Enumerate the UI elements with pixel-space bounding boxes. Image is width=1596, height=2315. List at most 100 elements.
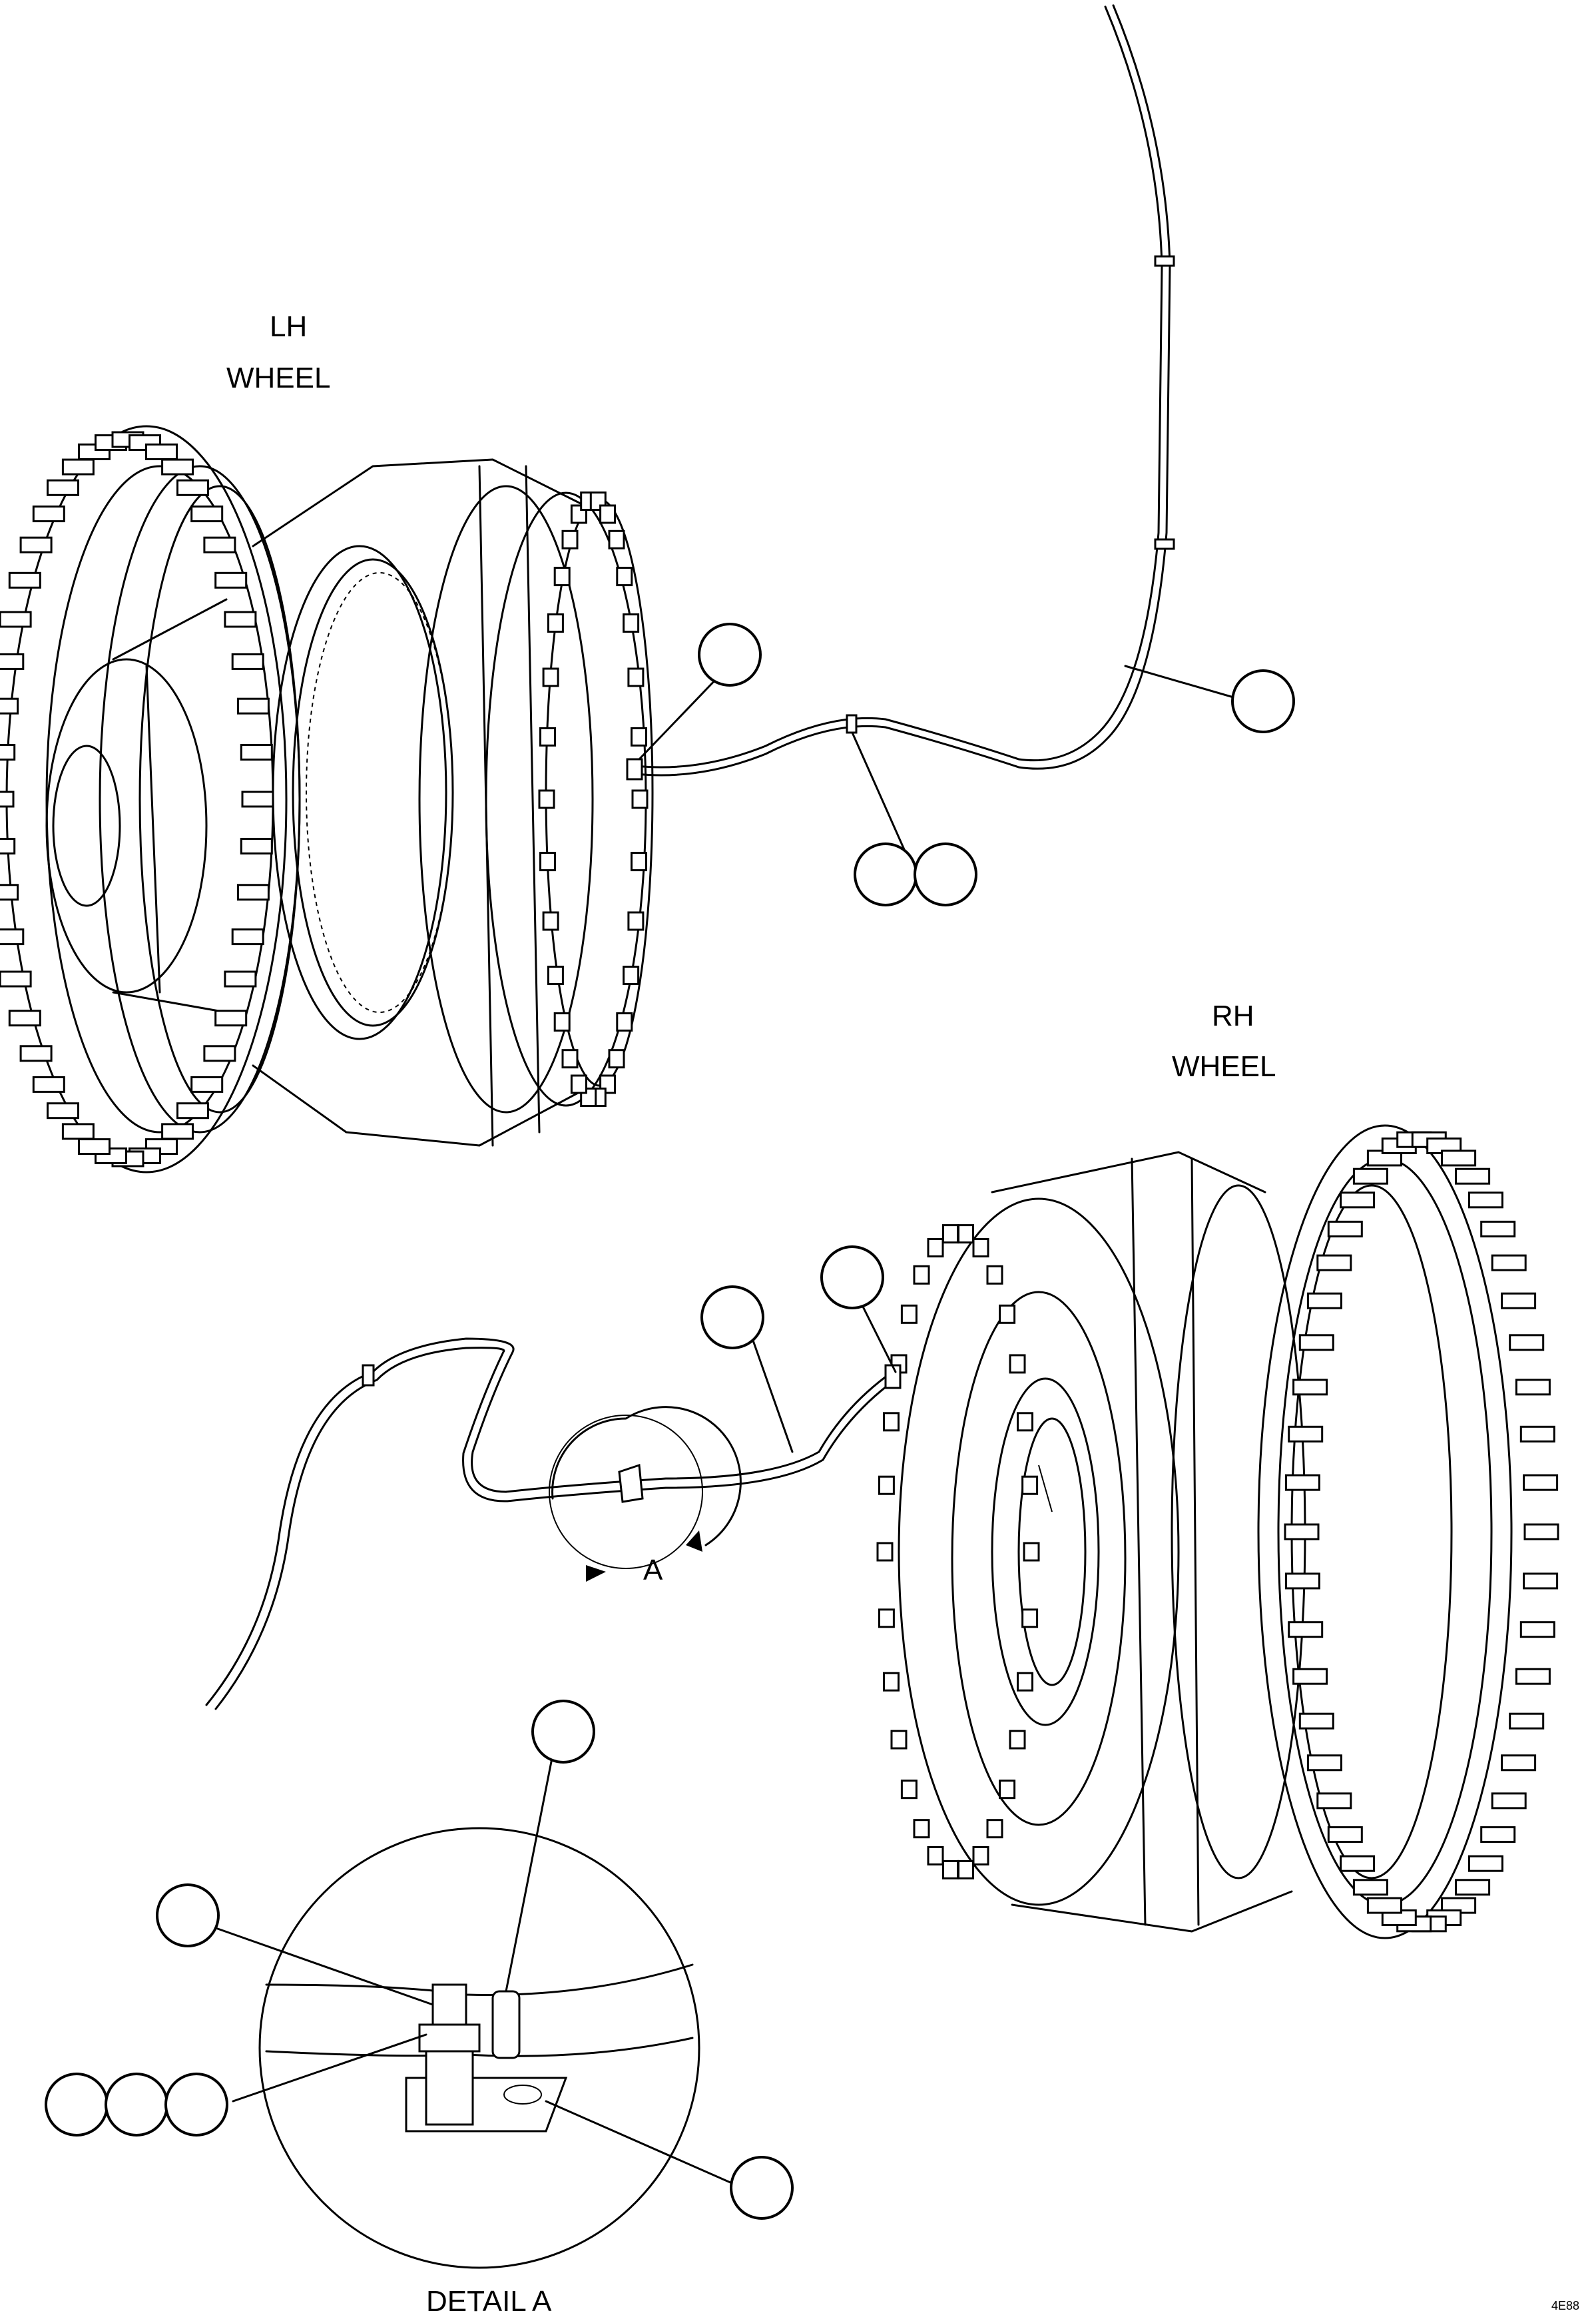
lug-bolt	[631, 789, 649, 809]
lug-bolt	[32, 505, 65, 523]
lug-bolt	[876, 1542, 894, 1562]
lug-bolt	[1316, 1254, 1352, 1271]
sheet-id: 4E88	[1551, 2299, 1579, 2312]
callout-hose-rh[interactable]	[700, 1285, 764, 1349]
lug-bolt	[539, 727, 556, 747]
lug-bolt	[236, 884, 270, 901]
lug-bolt	[883, 1672, 900, 1692]
lug-bolt	[1467, 1855, 1503, 1872]
callout-clamp-lh-2[interactable]	[914, 842, 977, 906]
lug-bolt	[231, 653, 264, 670]
lug-bolt	[878, 1475, 895, 1495]
lug-bolt	[999, 1780, 1016, 1800]
lug-bolt	[241, 791, 274, 808]
lug-bolt	[570, 1074, 587, 1094]
callout-detail-nut-2[interactable]	[105, 2073, 168, 2137]
detail-clamp-body	[491, 1990, 521, 2059]
callout-detail-clamp[interactable]	[531, 1700, 595, 1764]
detail-bolt-shank	[425, 2037, 474, 2126]
lug-bolt	[1467, 1191, 1503, 1209]
lug-bolt	[623, 613, 640, 633]
lug-bolt	[0, 744, 16, 761]
lug-bolt	[1284, 1572, 1320, 1590]
lug-bolt	[883, 1412, 900, 1432]
callout-fitting-rh[interactable]	[820, 1245, 884, 1309]
callout-clamp-lh-1[interactable]	[854, 842, 918, 906]
hose-clip-top	[1154, 255, 1175, 267]
lug-bolt	[1441, 1150, 1477, 1167]
lug-bolt	[214, 1010, 248, 1027]
lug-bolt	[623, 966, 640, 985]
lug-bolt	[32, 1076, 65, 1093]
lug-bolt	[631, 727, 647, 747]
lug-bolt	[0, 884, 19, 901]
lug-bolt	[927, 1238, 944, 1257]
lug-bolt	[240, 744, 273, 761]
lh-label-line1: LH	[270, 310, 307, 343]
lug-bolt	[1480, 1220, 1516, 1237]
lug-bolt	[1523, 1474, 1559, 1491]
lug-bolt	[1298, 1334, 1334, 1351]
leader-lines	[205, 665, 1253, 2189]
lug-bolt	[631, 852, 647, 872]
lug-bolt	[878, 1608, 895, 1628]
lug-bolt	[214, 571, 248, 589]
lug-bolt	[1306, 1292, 1342, 1309]
lug-bolt	[1292, 1379, 1328, 1396]
lug-bolt	[1352, 1167, 1388, 1185]
lug-bolt	[61, 458, 95, 476]
callout-hose-top[interactable]	[1231, 669, 1295, 733]
lug-bolt	[913, 1819, 930, 1839]
lug-bolt	[999, 1304, 1016, 1324]
callout-detail-nut-1[interactable]	[45, 2073, 109, 2137]
lug-bolt	[1023, 1542, 1040, 1562]
lug-bolt	[78, 1138, 111, 1156]
lug-bolt	[190, 505, 224, 523]
callout-bubbles	[45, 623, 1295, 2220]
hose-clip-middle	[1154, 538, 1175, 550]
lug-bolt	[1455, 1167, 1491, 1185]
lug-bolt	[547, 966, 564, 985]
callout-fitting-lh[interactable]	[698, 623, 762, 687]
hose-clamp-lh	[846, 714, 858, 734]
lug-bolt	[1491, 1792, 1527, 1810]
lug-bolt	[47, 1102, 79, 1120]
lug-bolt	[1340, 1855, 1376, 1872]
lug-bolt	[0, 791, 15, 808]
lug-bolt	[1017, 1412, 1033, 1432]
lug-bolt	[240, 838, 273, 854]
lug-bolt	[161, 1123, 194, 1140]
detail-nut	[418, 2023, 481, 2053]
callout-detail-bracket[interactable]	[730, 2156, 794, 2220]
lug-bolt	[957, 1859, 974, 1879]
lug-bolt	[231, 928, 264, 946]
lug-bolt	[0, 838, 16, 854]
lug-bolt	[539, 852, 556, 872]
lug-bolt	[1509, 1334, 1545, 1351]
lug-bolt	[190, 1076, 224, 1093]
rh-wheel-bolts	[876, 1131, 1559, 1933]
view-a-indicator	[549, 1406, 742, 1582]
lug-bolt	[19, 1045, 53, 1062]
lug-bolt	[1515, 1379, 1551, 1396]
rh-label-line2: WHEEL	[1172, 1050, 1276, 1083]
lug-bolt	[616, 567, 633, 587]
lug-bolt	[0, 653, 25, 670]
lug-bolt	[224, 611, 257, 628]
lug-bolt	[176, 479, 209, 496]
lh-wheel-bolts	[0, 431, 649, 1167]
lug-bolt	[1352, 1879, 1388, 1896]
lug-bolt	[1327, 1826, 1363, 1843]
callout-detail-nut-3[interactable]	[164, 2073, 228, 2137]
lug-bolt	[1523, 1523, 1559, 1540]
lug-bolt	[890, 1730, 908, 1750]
lug-bolt	[176, 1102, 209, 1120]
lug-bolt	[47, 479, 79, 496]
lug-bolt	[972, 1846, 989, 1865]
detail-a-title: DETAIL A	[426, 2285, 552, 2315]
lug-bolt	[1491, 1254, 1527, 1271]
rh-brake-hose	[205, 1337, 902, 1710]
lh-wheel-assembly	[5, 425, 654, 1173]
callout-detail-bolt[interactable]	[156, 1883, 220, 1947]
lug-bolt	[1327, 1220, 1363, 1237]
